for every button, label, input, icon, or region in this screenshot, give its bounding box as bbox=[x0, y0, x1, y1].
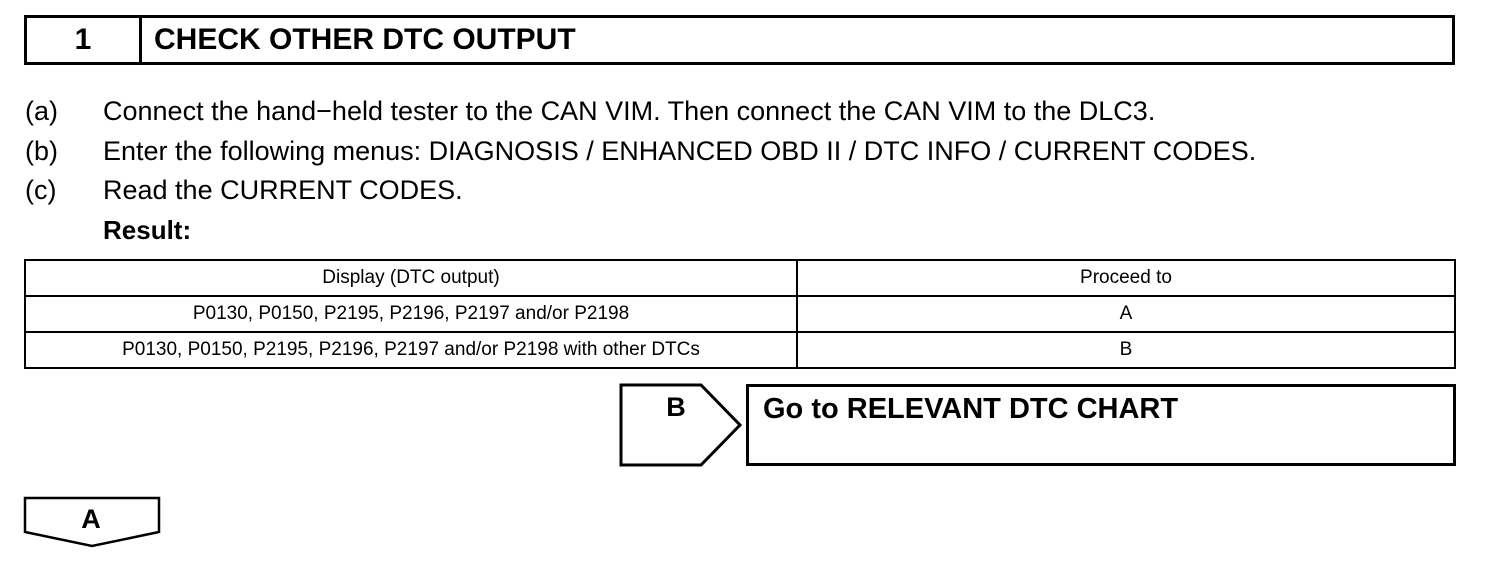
instruction-b: (b) Enter the following menus: DIAGNOSIS … bbox=[25, 135, 1256, 167]
result-label: Result: bbox=[103, 215, 192, 245]
instruction-text: Connect the hand−held tester to the CAN … bbox=[103, 96, 1156, 126]
table-cell-display: P0130, P0150, P2195, P2196, P2197 and/or… bbox=[24, 295, 798, 333]
table-row: P0130, P0150, P2195, P2196, P2197 and/or… bbox=[24, 331, 1456, 369]
instruction-a: (a) Connect the hand−held tester to the C… bbox=[25, 95, 1155, 127]
branch-b-instruction-text: Go to RELEVANT DTC CHART bbox=[763, 393, 1179, 425]
table-cell-display: P0130, P0150, P2195, P2196, P2197 and/or… bbox=[24, 331, 798, 369]
step-header: 1 CHECK OTHER DTC OUTPUT bbox=[24, 15, 1455, 65]
branch-a-letter: A bbox=[81, 504, 101, 534]
result-table: Display (DTC output) Proceed to P0130, P… bbox=[24, 259, 1456, 369]
instruction-text: Read the CURRENT CODES. bbox=[103, 175, 463, 205]
branch-a-arrow-shape bbox=[23, 496, 161, 548]
column-header-display: Display (DTC output) bbox=[24, 259, 798, 297]
table-cell-proceed: B bbox=[796, 331, 1456, 369]
instruction-label: (b) bbox=[25, 136, 58, 166]
branch-b-instruction-box: Go to RELEVANT DTC CHART bbox=[746, 384, 1456, 466]
instruction-c: (c) Read the CURRENT CODES. bbox=[25, 174, 463, 206]
branch-b-arrow-shape bbox=[619, 383, 743, 467]
instruction-label: (c) bbox=[25, 175, 57, 205]
step-number: 1 bbox=[27, 18, 142, 62]
table-row: P0130, P0150, P2195, P2196, P2197 and/or… bbox=[24, 295, 1456, 333]
column-header-proceed: Proceed to bbox=[796, 259, 1456, 297]
branch-b-letter: B bbox=[666, 392, 686, 422]
instruction-text: Enter the following menus: DIAGNOSIS / E… bbox=[103, 136, 1257, 166]
step-title: CHECK OTHER DTC OUTPUT bbox=[154, 23, 576, 56]
table-header-row: Display (DTC output) Proceed to bbox=[24, 259, 1456, 297]
instruction-label: (a) bbox=[25, 96, 58, 126]
table-cell-proceed: A bbox=[796, 295, 1456, 333]
